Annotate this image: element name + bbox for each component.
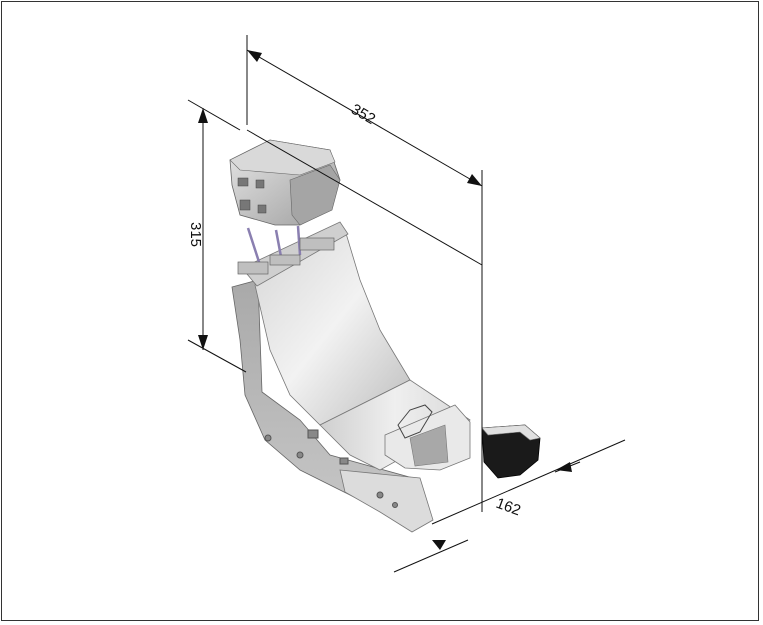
buckle-wire xyxy=(397,404,433,439)
seat-front-box-shadow xyxy=(409,424,449,467)
seat-front-plate xyxy=(339,469,434,533)
dimension-height: 315 xyxy=(187,99,247,373)
headrest-side xyxy=(289,164,341,226)
dimension-width-label: 352 xyxy=(348,101,378,128)
ejection-seat-model xyxy=(229,139,541,533)
foot-pad-rim xyxy=(481,424,541,441)
base-details xyxy=(264,429,398,508)
headrest-top xyxy=(229,139,336,176)
dimension-depth-label: 162 xyxy=(494,495,523,520)
seat-pan xyxy=(319,379,471,471)
dimension-height-label: 315 xyxy=(187,222,204,247)
rod-mounts xyxy=(237,237,335,275)
headrest-details xyxy=(237,177,267,214)
